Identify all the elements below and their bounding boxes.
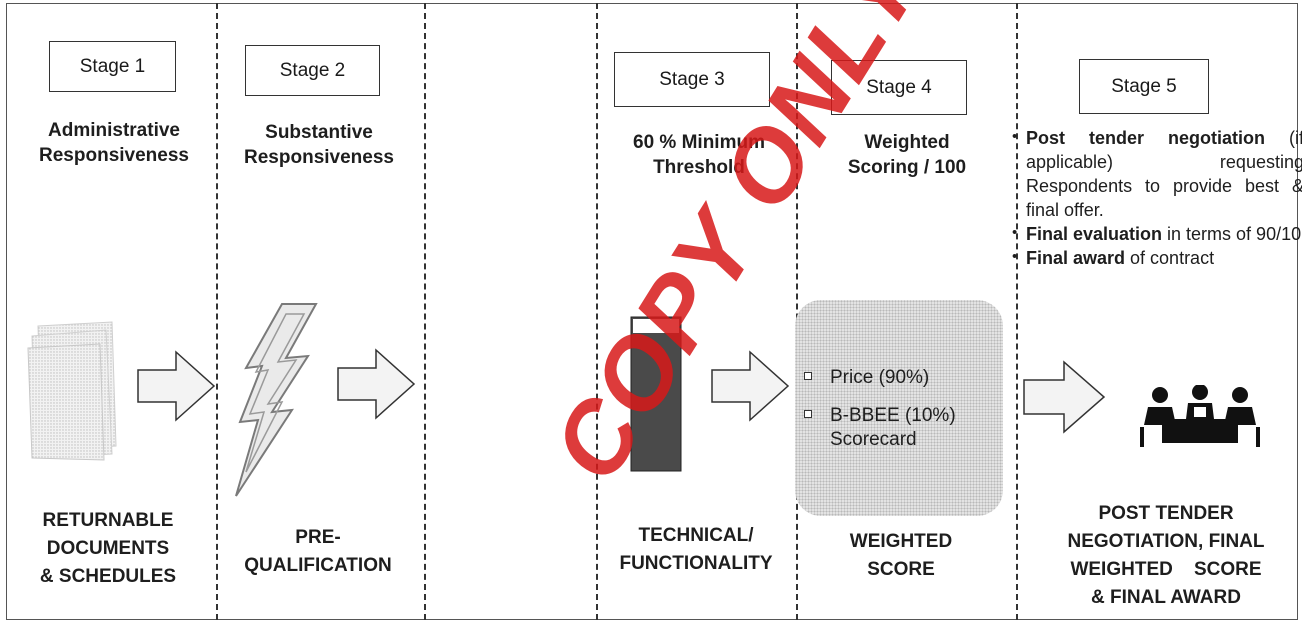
outcome-line: PRE- [295,527,341,548]
score-scorecard: Scorecard [830,429,917,450]
score-bbbee: B-BBEE (10%) [830,405,956,426]
divider [1016,3,1018,620]
heading-line: Substantive [265,122,373,143]
stage-4-label: Stage 4 [831,60,967,115]
arrow-right-icon [711,350,790,422]
heading-line: Responsiveness [244,147,394,168]
outcome-line: & FINAL AWARD [1091,587,1241,608]
stage-1-label: Stage 1 [49,41,176,92]
diagram-frame [6,3,1298,620]
threshold-bar-icon [630,316,682,472]
outcome-line: NEGOTIATION, FINAL [1067,531,1265,552]
bullet-bold: Final evaluation [1026,224,1163,244]
bullet-text: of contract [1125,248,1215,268]
outcome-line: RETURNABLE [42,510,174,531]
documents-icon [27,321,117,461]
heading-line: Scoring / 100 [847,157,967,178]
stage-3-outcome: TECHNICAL/ FUNCTIONALITY [598,522,794,578]
stage-3-heading: 60 % Minimum Threshold [604,130,794,180]
bullet-text: in terms of 90/10 [1162,224,1302,244]
heading-line: Responsiveness [39,145,189,166]
meeting-table-icon [1140,385,1260,447]
outcome-line: DOCUMENTS [46,538,170,559]
stage-5-label: Stage 5 [1079,59,1209,114]
score-price: Price (90%) [830,367,930,388]
divider [796,3,798,620]
stage-5-outcome: POST TENDER NEGOTIATION, FINAL WEIGHTED … [1030,500,1302,612]
bullet-bold: Post tender negotiation [1026,128,1265,148]
stage-2-label: Stage 2 [245,45,380,96]
stage-2-heading: Substantive Responsiveness [220,120,418,170]
outcome-line: TECHNICAL/ [638,525,754,546]
outcome-line: POST TENDER [1098,503,1234,524]
divider [216,3,218,620]
bullet-text: (if applicable) requesting Respondents t… [1026,128,1302,220]
heading-line: Weighted [864,132,950,153]
stage-1-outcome: RETURNABLE DOCUMENTS & SCHEDULES [10,507,206,591]
heading-line: Threshold [653,157,745,178]
outcome-line: QUALIFICATION [244,555,392,576]
arrow-right-icon [137,350,216,422]
outcome-line: & SCHEDULES [39,566,177,587]
stage-4-outcome: WEIGHTED SCORE [806,528,996,584]
outcome-line: FUNCTIONALITY [619,553,773,574]
bullet-bold: Final award [1026,248,1126,268]
bullet-final-award: Final award of contract [1012,245,1302,270]
stage-1-heading: Administrative Responsiveness [14,118,214,168]
lightning-bolt-icon [235,303,318,497]
bullet-square-icon [804,410,812,418]
arrow-right-icon [337,348,416,420]
stage-5-bullet-list: Post tender negotiation (if applicable) … [1012,125,1302,270]
divider [424,3,426,620]
heading-line: 60 % Minimum [633,132,765,153]
bullet-square-icon [804,372,812,380]
bullet-final-evaluation: Final evaluation in terms of 90/10 [1012,221,1302,246]
score-card-icon [795,300,1003,516]
divider [596,3,598,620]
arrow-right-icon [1023,360,1106,434]
stage-3-label: Stage 3 [614,52,770,107]
outcome-line: SCORE [867,559,935,580]
bullet-post-tender: Post tender negotiation (if applicable) … [1012,125,1302,222]
outcome-line: WEIGHTED SCORE [1070,559,1262,580]
stage-4-heading: Weighted Scoring / 100 [808,130,1006,180]
outcome-line: WEIGHTED [849,531,953,552]
heading-line: Administrative [48,120,180,141]
stage-2-outcome: PRE- QUALIFICATION [218,524,418,580]
